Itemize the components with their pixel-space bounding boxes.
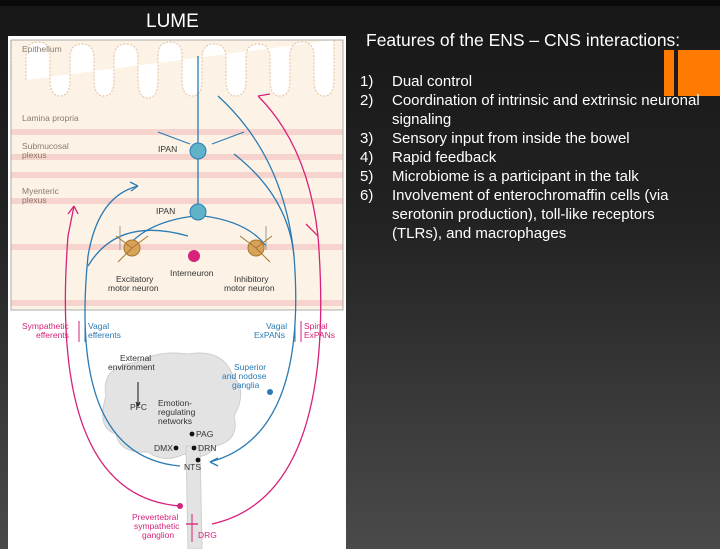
feature-text: Rapid feedback — [392, 149, 497, 166]
feature-number: 1) — [360, 73, 374, 90]
label-vagal-eff-2: efferents — [88, 330, 121, 340]
spinal-branch — [257, 95, 319, 237]
sympathetic-pathway — [64, 205, 181, 507]
band-6 — [11, 300, 343, 306]
orange-accent — [664, 50, 720, 96]
vagal-efferent-arrow — [129, 181, 139, 192]
label-superior-2: and nodose — [222, 371, 267, 381]
label-prevert-2: sympathetic — [134, 521, 180, 531]
label-spinal-2: ExPANs — [304, 330, 335, 340]
feature-text: Microbiome is a participant in the talk — [392, 168, 639, 185]
band-3 — [11, 172, 343, 178]
vagal-afferent-pathway — [209, 95, 297, 463]
label-ipan-top: IPAN — [158, 144, 177, 154]
label-superior-3: ganglia — [232, 380, 260, 390]
label-external-1: External — [120, 353, 151, 363]
features-list: 1) Dual control 2) Coordination of intrins… — [360, 72, 700, 243]
feature-number: 6) — [360, 187, 374, 204]
band-2 — [11, 154, 343, 160]
label-emotion-1: Emotion- — [158, 398, 192, 408]
label-inhibitory-2: motor neuron — [224, 283, 275, 293]
feature-item: 2) Coordination of intrinsic and extrinsi… — [360, 91, 700, 129]
ipan-top-neuron — [189, 142, 207, 160]
nodose-ganglia-dot — [267, 389, 273, 395]
label-ipan-mid: IPAN — [156, 206, 175, 216]
label-epithelium: Epithelium — [22, 44, 62, 54]
label-sympathetic-2: efferents — [36, 330, 69, 340]
sympathetic-arrow — [67, 205, 79, 215]
label-interneuron: Interneuron — [170, 268, 214, 278]
vagal-afferent-arrow — [209, 457, 219, 467]
pag-dot — [189, 431, 195, 437]
label-submucosal-1: Submucosal — [22, 141, 69, 151]
label-emotion-3: networks — [158, 416, 192, 426]
label-myenteric-1: Myenteric — [22, 186, 60, 196]
label-inhibitory-1: Inhibitory — [234, 274, 269, 284]
label-submucosal-2: plexus — [22, 150, 47, 160]
drn-dot — [191, 445, 197, 451]
label-emotion-2: regulating — [158, 407, 196, 417]
label-excitatory-2: motor neuron — [108, 283, 159, 293]
label-nts: NTS — [184, 462, 201, 472]
label-myenteric-2: plexus — [22, 195, 47, 205]
label-drn: DRN — [198, 443, 216, 453]
accent-bar-thin — [664, 50, 674, 96]
label-drg: DRG — [198, 530, 217, 540]
label-pfc: PFC — [130, 402, 147, 412]
feature-number: 2) — [360, 92, 374, 109]
label-pag: PAG — [196, 429, 213, 439]
band-5 — [11, 244, 343, 250]
vagal-afferent-branch — [233, 153, 295, 257]
label-external-2: environment — [108, 362, 155, 372]
vagal-efferent-pathway — [84, 185, 181, 467]
label-spinal-1: Spinal — [304, 321, 328, 331]
label-prevert-3: ganglion — [142, 530, 174, 540]
label-superior-1: Superior — [234, 362, 266, 372]
gut-wall-border — [10, 39, 344, 311]
ens-cns-diagram: Epithelium Lamina propria Submucosal ple… — [8, 36, 346, 549]
label-vagal-ex-2: ExPANs — [254, 330, 285, 340]
accent-bar-wide — [678, 50, 720, 96]
panel-title: Features of the ENS – CNS interactions: — [366, 30, 681, 50]
feature-text: Dual control — [392, 73, 473, 90]
label-prevert-1: Prevertebral — [132, 512, 178, 522]
spinal-pathway — [211, 223, 322, 525]
slide-title: LUME — [146, 11, 199, 32]
ipan-dendrites — [157, 131, 245, 145]
label-lamina-propria: Lamina propria — [22, 113, 79, 123]
interneuron — [188, 250, 200, 262]
diagram-svg: Epithelium Lamina propria Submucosal ple… — [10, 39, 344, 549]
feature-number: 4) — [360, 149, 374, 166]
feature-number: 3) — [360, 130, 374, 147]
vagal-efferent-branch — [87, 229, 189, 267]
ipan-mid-neuron — [189, 203, 207, 221]
label-dmx: DMX — [154, 443, 173, 453]
dmx-dot — [173, 445, 179, 451]
feature-item: 3) Sensory input from inside the bowel — [360, 129, 700, 148]
motor-dendrites — [115, 235, 273, 263]
feature-item: 4) Rapid feedback — [360, 148, 700, 167]
feature-number: 5) — [360, 168, 374, 185]
motor-axons — [119, 226, 267, 250]
nts-dot — [195, 457, 201, 463]
band-4 — [11, 198, 343, 204]
label-excitatory-1: Excitatory — [116, 274, 154, 284]
feature-item: 5) Microbiome is a participant in the tal… — [360, 167, 700, 186]
feature-item: 1) Dual control — [360, 72, 700, 91]
feature-text: Coordination of intrinsic and extrinsic … — [392, 92, 700, 128]
feature-text: Involvement of enterochromaffin cells (v… — [392, 187, 669, 242]
prevertebral-ganglion-dot — [177, 503, 183, 509]
label-sympathetic-1: Sympathetic — [22, 321, 70, 331]
feature-item: 6) Involvement of enterochromaffin cells … — [360, 186, 700, 243]
band-1 — [11, 129, 343, 135]
spinal-tick — [257, 93, 271, 97]
top-bar — [0, 0, 720, 6]
feature-text: Sensory input from inside the bowel — [392, 130, 630, 147]
label-vagal-ex-1: Vagal — [266, 321, 287, 331]
external-arrow — [135, 382, 141, 408]
brain-shape — [102, 352, 242, 459]
spinal-cord — [185, 445, 203, 549]
label-vagal-eff-1: Vagal — [88, 321, 109, 331]
